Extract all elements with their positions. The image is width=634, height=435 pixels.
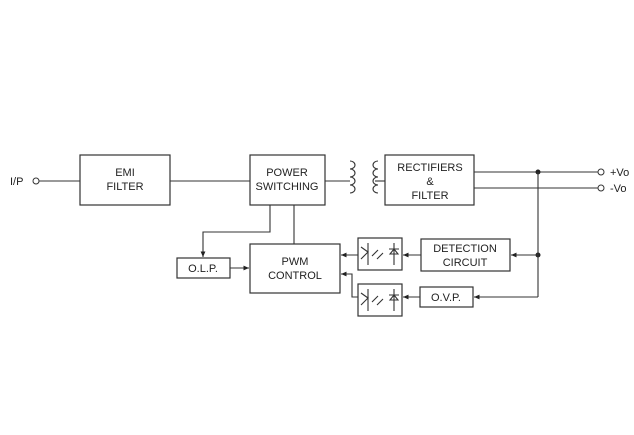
rectifiers-filter-block: RECTIFIERS & FILTER <box>384 154 475 206</box>
neg-output-terminal <box>597 184 605 192</box>
svg-text:SWITCHING: SWITCHING <box>256 181 319 193</box>
emi-filter-block: EMI FILTER <box>79 154 171 206</box>
svg-text:POWER: POWER <box>266 167 308 179</box>
neg-output-label: -Vo <box>610 183 627 195</box>
ovp-block: O.V.P. <box>419 286 474 308</box>
pos-output-label: +Vo <box>610 167 629 179</box>
svg-text:PWM: PWM <box>282 256 309 268</box>
svg-text:FILTER: FILTER <box>106 181 143 193</box>
optocoupler-icon <box>357 237 403 271</box>
power-switching-block: POWER SWITCHING <box>249 154 326 206</box>
svg-text:CONTROL: CONTROL <box>268 270 322 282</box>
optocoupler-icon <box>357 283 403 317</box>
svg-text:CIRCUIT: CIRCUIT <box>443 257 488 269</box>
input-label: I/P <box>10 176 23 188</box>
wire <box>200 205 271 257</box>
svg-text:DETECTION: DETECTION <box>433 243 497 255</box>
input-terminal <box>32 177 40 185</box>
svg-text:FILTER: FILTER <box>411 190 448 202</box>
svg-text:EMI: EMI <box>115 167 135 179</box>
wire <box>341 271 358 298</box>
svg-text:RECTIFIERS: RECTIFIERS <box>397 162 462 174</box>
olp-block: O.L.P. <box>176 257 231 279</box>
svg-text:&: & <box>426 176 434 188</box>
svg-text:O.V.P.: O.V.P. <box>431 292 461 304</box>
detection-circuit-block: DETECTION CIRCUIT <box>420 238 511 272</box>
transformer-icon <box>325 160 385 194</box>
svg-text:O.L.P.: O.L.P. <box>188 263 218 275</box>
pos-output-terminal <box>597 168 605 176</box>
pwm-control-block: PWM CONTROL <box>249 243 341 294</box>
